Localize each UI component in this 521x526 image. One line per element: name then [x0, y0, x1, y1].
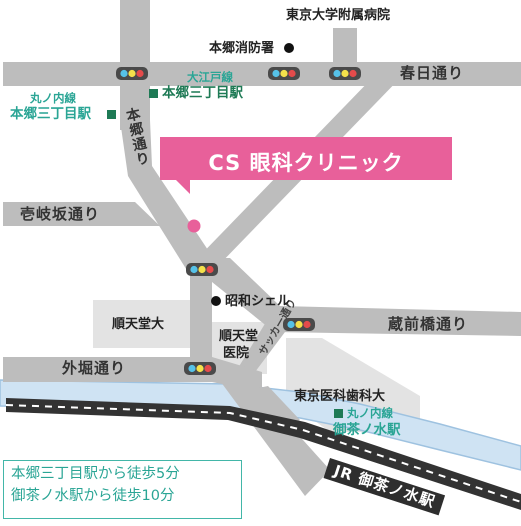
fire-station-marker-icon [284, 43, 294, 53]
road-hongo-north [120, 0, 150, 130]
access-line-hongo: 本郷三丁目駅から徒歩5分 [11, 466, 180, 482]
label-fire-station: 本郷消防署 [209, 41, 275, 56]
showa-shell-marker-icon [211, 296, 221, 306]
clinic-callout: CS 眼科クリニック [160, 137, 452, 194]
label-showa-shell: 昭和シェル [225, 294, 291, 309]
traffic-light-icon [184, 362, 216, 375]
traffic-light-icon [283, 318, 315, 331]
road-label-kuramaebashi: 蔵前橋通り [388, 315, 469, 333]
station-icon [334, 409, 343, 418]
label-oedo-line: 大江戸線 [187, 70, 233, 84]
road-south-diagonal [212, 370, 330, 496]
label-tokyo-univ-hospital: 東京大学附属病院 [286, 8, 391, 23]
access-info-box: 本郷三丁目駅から徒歩5分 御茶ノ水駅から徒歩10分 [3, 460, 242, 519]
label-juntendo-univ: 順天堂大 [112, 317, 165, 332]
road-kuramaebashi [212, 258, 521, 336]
label-juntendo-hospital-line2: 医院 [223, 346, 250, 361]
road-tokyo-univ-north [333, 28, 357, 74]
clinic-name: CS 眼科クリニック [208, 151, 404, 175]
road-hongo-curve [120, 120, 216, 272]
label-hongo-oedo-station: 本郷三丁目駅 [162, 85, 243, 101]
label-ochanomizu-station: 御茶ノ水駅 [333, 422, 401, 438]
station-icon [107, 110, 116, 119]
road-label-kasuga: 春日通り [400, 64, 465, 82]
traffic-lights [116, 67, 361, 375]
clinic-location-marker-icon [187, 219, 201, 233]
road-label-ikizaka: 壱岐坂通り [20, 205, 101, 223]
road-kasuga [3, 62, 521, 86]
access-line-ochanomizu: 御茶ノ水駅から徒歩10分 [11, 487, 175, 504]
traffic-light-icon [268, 67, 300, 80]
road-label-sotobori: 外堀通り [62, 359, 127, 377]
traffic-light-icon [116, 67, 148, 80]
juntendo-univ-block [93, 300, 190, 348]
station-icon [149, 89, 158, 98]
traffic-light-icon [186, 263, 218, 276]
road-central-vertical [190, 262, 212, 378]
jr-railway [5, 398, 521, 510]
traffic-light-icon [329, 67, 361, 80]
road-ikizaka [3, 202, 160, 226]
label-hongo-marunouchi-station: 本郷三丁目駅 [10, 106, 91, 122]
label-marunouchi-line-hongo: 丸ノ内線 [30, 91, 76, 105]
label-juntendo-hospital-line1: 順天堂 [219, 329, 259, 344]
label-marunouchi-line-ochanomizu: 丸ノ内線 [347, 406, 393, 420]
label-tmdu: 東京医科歯科大 [294, 389, 386, 404]
